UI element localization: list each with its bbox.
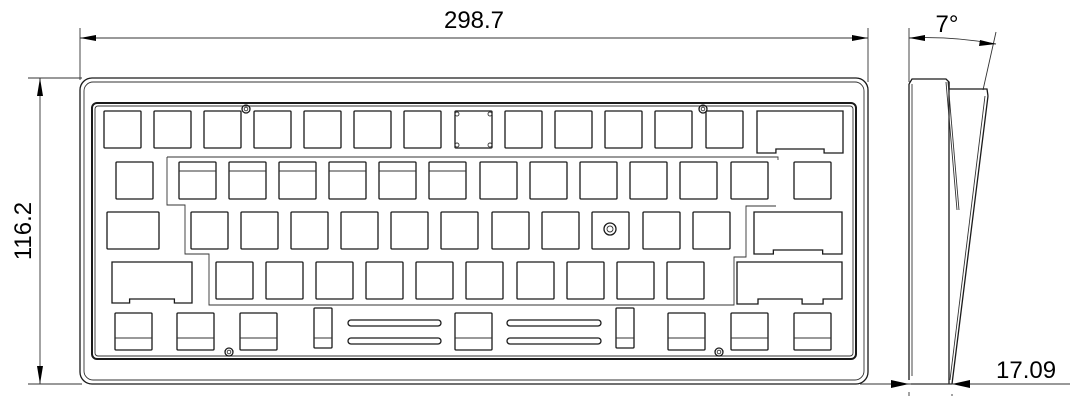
switch-cutout [278,161,317,200]
switch-cutout [736,261,843,305]
stabilizer-slot [347,319,442,327]
side-view: 7° 17.09 [860,11,1070,396]
mount-tab-bottom-right [714,347,724,357]
switch-cutout [616,261,655,300]
switch-cutout [753,211,843,255]
switch-cutout [615,307,635,349]
switch-cutout [240,211,279,250]
width-dimension-label: 298.7 [444,7,504,34]
switch-cutout [340,211,379,250]
side-depth-label: 17.09 [996,357,1056,384]
switch-cutouts [103,110,844,351]
switch-cutout [353,110,392,149]
switch-cutout [579,161,618,200]
switch-cutout [566,261,605,300]
mount-tab-top-left [241,104,251,114]
switch-cutout [253,110,292,149]
row-5 [114,307,832,351]
switch-cutout [454,110,493,149]
height-dimension: 116.2 [10,77,82,385]
switch-cutout [106,211,160,250]
switch-cutout [290,211,329,250]
row-3 [106,211,843,255]
switch-cutout [265,261,304,300]
switch-cutout [667,312,706,351]
switch-cutout [479,161,518,200]
switch-cutout [428,161,467,200]
switch-cutout [491,211,530,250]
switch-cutout [114,312,153,351]
tilt-angle-label: 7° [936,11,959,38]
switch-cutout [730,312,769,351]
switch-cutout [793,312,832,351]
switch-cutout [793,161,832,200]
switch-cutout [554,110,593,149]
switch-cutout [390,211,429,250]
switch-cutout [228,161,267,200]
switch-cutout [176,312,215,351]
switch-cutout [654,110,693,149]
mount-tab-top-right [698,104,708,114]
switch-cutout [178,161,217,200]
switch-cutout [313,307,333,349]
stabilizer-slot [506,337,602,345]
height-dimension-label: 116.2 [10,202,37,260]
stabilizer-slot [347,337,442,345]
switch-cutout [239,312,278,351]
switch-cutout [315,261,354,300]
switch-cutout [103,110,142,149]
row-2 [115,161,832,200]
stabilizer-slots [347,319,602,345]
switch-cutout [516,261,555,300]
switch-cutout [529,161,568,200]
switch-cutout [215,261,254,300]
switch-cutout [115,161,154,200]
switch-cutout [591,211,630,250]
row-4 [111,261,843,305]
switch-cutout [604,110,643,149]
switch-cutout [415,261,454,300]
switch-cutout [692,211,731,250]
switch-cutout [504,110,543,149]
switch-cutout [454,312,493,351]
switch-cutout [465,261,504,300]
switch-cutout [666,261,705,300]
switch-cutout [378,161,417,200]
switch-cutout [328,161,367,200]
width-dimension: 298.7 [79,7,869,82]
switch-cutout [190,211,229,250]
switch-cutout [403,110,442,149]
switch-cutout [153,110,192,149]
switch-cutout [629,161,668,200]
switch-cutout [756,110,844,154]
switch-cutout [679,161,718,200]
case-outline [79,77,869,385]
mount-tabs [224,104,724,357]
row-1 [103,110,844,154]
stabilizer-slot [506,319,602,327]
switch-cutout [203,110,242,149]
plate-outline [91,102,857,360]
switch-cutout [730,161,769,200]
mount-tab-bottom-left [224,347,234,357]
switch-cutout [440,211,479,250]
switch-cutout [365,261,404,300]
switch-cutout [642,211,681,250]
switch-cutout [705,110,744,149]
switch-cutout [541,211,580,250]
switch-cutout [111,261,193,304]
switch-cutout [303,110,342,149]
